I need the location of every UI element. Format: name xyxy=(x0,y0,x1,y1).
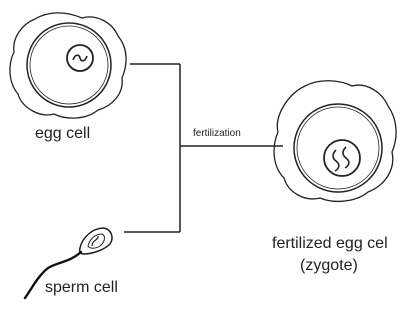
sperm-cell-nucleus xyxy=(88,234,104,248)
fertilization-label: fertilization xyxy=(193,128,241,139)
egg-cell-chromosome xyxy=(73,55,87,61)
zygote-label-line2: (zygote) xyxy=(300,257,358,274)
sperm-cell-head xyxy=(80,228,112,254)
zygote xyxy=(274,81,396,202)
zygote-chromosome-right xyxy=(343,147,349,168)
fertilization-connector xyxy=(124,64,283,232)
zygote-inner-ring-outer xyxy=(294,104,382,192)
egg-cell-label: egg cell xyxy=(35,125,90,142)
egg-cell xyxy=(10,13,126,118)
zygote-label-line1: fertilized egg cel xyxy=(272,235,388,252)
zygote-nucleus xyxy=(324,140,360,176)
sperm-cell-label: sperm cell xyxy=(45,279,118,296)
zygote-chromosome-left xyxy=(333,150,339,171)
zygote-inner-ring-inner xyxy=(297,107,379,189)
